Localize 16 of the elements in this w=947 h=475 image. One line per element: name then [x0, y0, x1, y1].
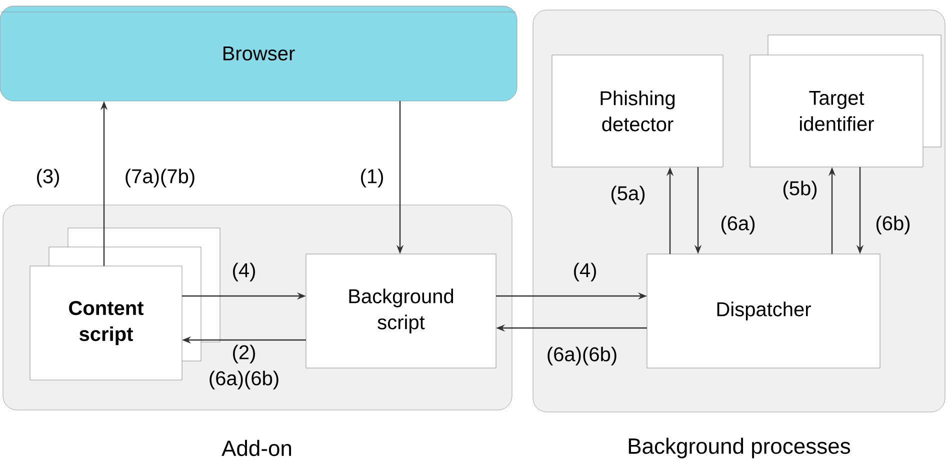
edge-label: (6a)(6b): [548, 346, 616, 366]
edge-label: (4): [574, 262, 596, 282]
edge-label: (4): [233, 262, 255, 282]
process-box: Phishing detector: [552, 54, 724, 168]
edge-label: (5b): [783, 180, 817, 200]
browser-bar: Browser: [0, 6, 518, 102]
process-box: Dispatcher: [646, 254, 880, 368]
edge-label: (2): [233, 344, 255, 364]
edge-label: (5a): [611, 186, 645, 204]
edge-label: (1): [361, 168, 383, 188]
edge-label: (6a): [721, 216, 755, 234]
process-box: Target identifier: [750, 34, 942, 168]
edge-label: (6b): [876, 216, 910, 234]
step-label: (7a)(7b): [126, 168, 194, 188]
edge-label: (3): [37, 168, 59, 188]
process-box: Background script: [306, 254, 496, 368]
